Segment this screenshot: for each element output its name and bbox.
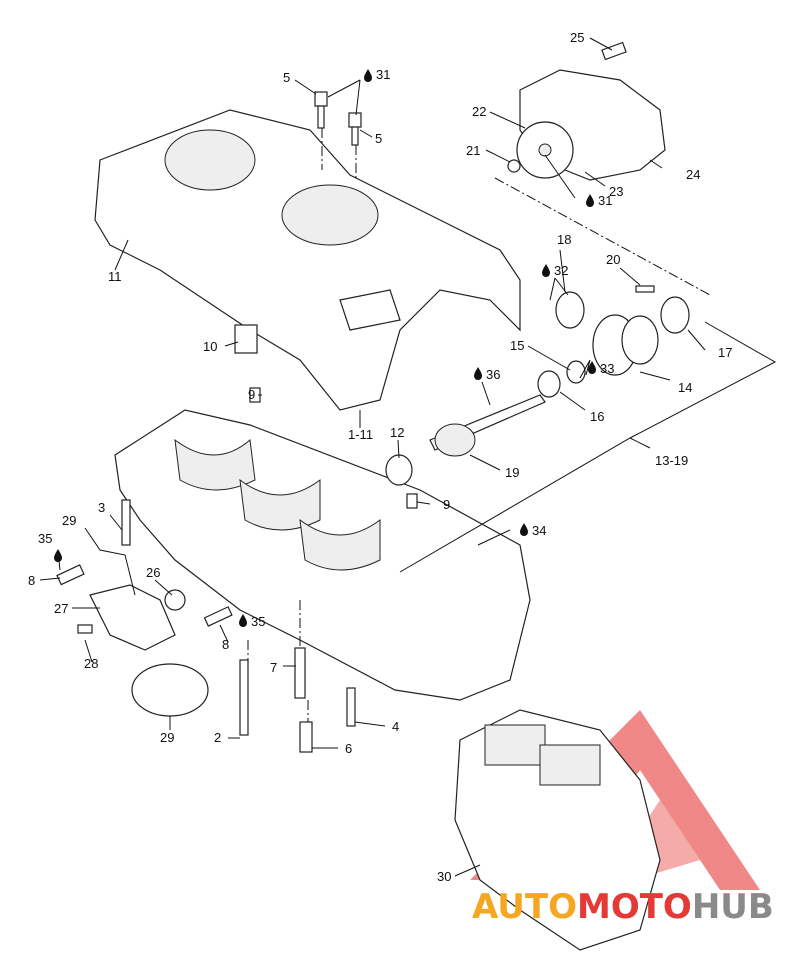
callout-8: 8 <box>222 637 229 652</box>
callout-33: 33 <box>600 361 614 376</box>
callout-34: 34 <box>532 523 546 538</box>
callout-5: 5 <box>375 131 382 146</box>
callout-7: 7 <box>270 660 277 675</box>
callout-12: 12 <box>390 425 404 440</box>
oil-drop-icon <box>586 194 594 207</box>
oil-drop-icon <box>542 264 550 277</box>
engine-assembly <box>454 709 661 951</box>
callout-31: 31 <box>598 193 612 208</box>
callout-10: 10 <box>203 339 217 354</box>
water-pump-housing <box>507 41 666 181</box>
callout-28: 28 <box>84 656 98 671</box>
callout-6: 6 <box>345 741 352 756</box>
lower-crankcase <box>114 409 531 701</box>
callout-21: 21 <box>466 143 480 158</box>
callout-29: 29 <box>62 513 76 528</box>
upper-crankcase <box>94 109 521 411</box>
callout-14: 14 <box>678 380 692 395</box>
callout-9: 9 <box>248 387 255 402</box>
callout-26: 26 <box>146 565 160 580</box>
callout-8: 8 <box>28 573 35 588</box>
callout-9: 9 <box>443 497 450 512</box>
callouts: 25 5 31 5 22 21 24 23 31 18 32 20 11 10 … <box>28 30 732 884</box>
callout-25: 25 <box>570 30 584 45</box>
callout-23: 23 <box>609 184 623 199</box>
oil-drop-icon <box>54 549 62 562</box>
callout-4: 4 <box>392 719 399 734</box>
callout-3: 3 <box>98 500 105 515</box>
callout-11: 11 <box>108 269 122 284</box>
callout-35: 35 <box>38 531 52 546</box>
callout-32: 32 <box>554 263 568 278</box>
callout-27: 27 <box>54 601 68 616</box>
callout-1-11: 1-11 <box>348 427 373 442</box>
callout-17: 17 <box>718 345 732 360</box>
oil-drop-icon <box>474 367 482 380</box>
oil-drop-icon <box>239 614 247 627</box>
callout-30: 30 <box>437 869 451 884</box>
callout-18: 18 <box>557 232 571 247</box>
callout-19: 19 <box>505 465 519 480</box>
callout-16: 16 <box>590 409 604 424</box>
callout-20: 20 <box>606 252 620 267</box>
callout-5: 5 <box>283 70 290 85</box>
callout-15: 15 <box>510 338 524 353</box>
oil-drop-icon <box>364 69 372 82</box>
callout-31: 31 <box>376 67 390 82</box>
callout-29: 29 <box>160 730 174 745</box>
oil-drop-icon <box>520 523 528 536</box>
callout-24: 24 <box>686 167 700 182</box>
callout-2: 2 <box>214 730 221 745</box>
watermark-text: AUTOMOTOHUB <box>472 887 774 927</box>
pump-shaft-parts <box>385 285 690 486</box>
callout-35: 35 <box>251 614 265 629</box>
callout-36: 36 <box>486 367 500 382</box>
bolts <box>56 91 418 753</box>
callout-22: 22 <box>472 104 486 119</box>
callout-13-19: 13-19 <box>655 453 688 468</box>
svg-text:AUTOMOTOHUB: AUTOMOTOHUB <box>472 887 774 927</box>
